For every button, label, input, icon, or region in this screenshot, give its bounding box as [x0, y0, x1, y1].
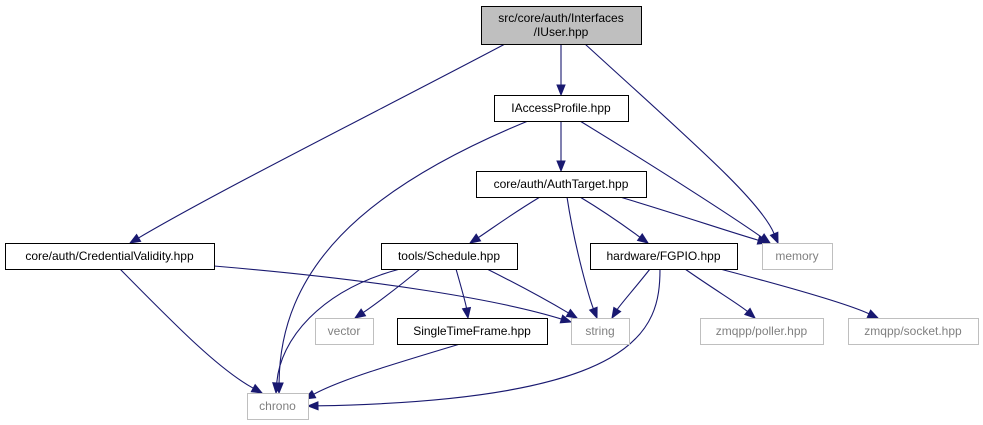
edge-authtarget-to-fgpio	[579, 196, 650, 244]
arrow-head	[250, 383, 264, 394]
nodes-layer: src/core/auth/Interfaces/IUser.hppIAcces…	[5, 6, 979, 420]
edge-schedule-to-chrono	[272, 268, 401, 395]
node-box	[476, 171, 647, 198]
arrow-head	[636, 233, 650, 244]
edge-line	[317, 268, 661, 407]
arrow-head	[743, 307, 757, 319]
edge-singletimeframe-to-chrono	[303, 343, 461, 400]
arrow-head	[556, 84, 566, 97]
arrow-head	[461, 306, 472, 320]
edge-line	[579, 196, 641, 238]
edge-line	[584, 43, 775, 234]
node-label: hardware/FGPIO.hpp	[606, 249, 720, 263]
edge-fgpio-to-string	[611, 268, 651, 320]
node-label: tools/Schedule.hpp	[398, 249, 500, 263]
node-label: chrono	[259, 399, 296, 413]
node-string[interactable]: string	[571, 318, 630, 345]
edge-fgpio-to-zmqsocket	[719, 268, 880, 319]
edge-authtarget-to-schedule	[468, 196, 541, 244]
node-box	[571, 318, 630, 345]
edge-line	[276, 268, 401, 384]
node-box	[762, 243, 833, 270]
node-iuser[interactable]: src/core/auth/Interfaces/IUser.hpp	[481, 6, 642, 45]
edge-line	[138, 43, 506, 239]
arrow-head	[306, 401, 319, 411]
edge-schedule-to-string	[486, 268, 579, 319]
edge-fgpio-to-chrono	[306, 268, 661, 411]
edge-iaccessprofile-to-authtarget	[556, 121, 566, 173]
edge-line	[566, 196, 594, 309]
node-singletimeframe[interactable]: SingleTimeFrame.hpp	[397, 318, 548, 345]
node-box	[700, 318, 824, 345]
node-label: zmqpp/socket.hpp	[864, 324, 962, 338]
node-box	[381, 243, 518, 270]
arrow-head	[565, 308, 579, 319]
edge-iuser-to-memory	[584, 43, 779, 245]
node-label: vector	[328, 324, 361, 338]
edge-line	[278, 120, 529, 384]
arrow-head	[272, 382, 282, 395]
edges-layer	[119, 43, 880, 411]
node-iaccessprofile[interactable]: IAccessProfile.hpp	[494, 95, 629, 122]
edge-schedule-to-vector	[353, 268, 421, 319]
edge-authtarget-to-string	[566, 196, 598, 320]
node-box	[481, 6, 642, 45]
node-box	[590, 243, 738, 270]
arrow-head	[353, 308, 367, 319]
edge-line	[684, 268, 748, 312]
edge-line	[719, 268, 870, 315]
edge-credentialvalidity-to-chrono	[119, 268, 264, 394]
edge-iuser-to-credentialvalidity	[128, 43, 506, 244]
arrow-head	[611, 306, 622, 320]
edge-line	[455, 268, 468, 309]
node-memory[interactable]: memory	[762, 243, 833, 270]
edge-line	[616, 268, 651, 310]
node-box	[397, 318, 548, 345]
node-authtarget[interactable]: core/auth/AuthTarget.hpp	[476, 171, 647, 198]
node-box	[247, 393, 309, 420]
edge-line	[313, 343, 461, 395]
arrow-head	[128, 233, 142, 244]
arrow-head	[559, 314, 573, 324]
arrow-head	[588, 306, 598, 320]
node-chrono[interactable]: chrono	[247, 393, 309, 420]
edge-credentialvalidity-to-string	[213, 265, 573, 324]
edge-line	[478, 196, 541, 239]
node-box	[848, 318, 979, 345]
node-label: memory	[775, 249, 818, 263]
node-box	[494, 95, 629, 122]
node-label: zmqpp/poller.hpp	[716, 324, 808, 338]
node-box	[5, 243, 215, 270]
edge-line	[619, 196, 759, 241]
node-label: /IUser.hpp	[534, 25, 589, 39]
arrow-head	[468, 233, 482, 244]
node-zmqpoller[interactable]: zmqpp/poller.hpp	[700, 318, 824, 345]
node-label: string	[585, 324, 614, 338]
node-zmqsocket[interactable]: zmqpp/socket.hpp	[848, 318, 979, 345]
node-label: SingleTimeFrame.hpp	[413, 324, 531, 338]
arrow-head	[769, 231, 779, 245]
edge-line	[486, 268, 569, 314]
node-label: core/auth/AuthTarget.hpp	[494, 177, 629, 191]
node-label: IAccessProfile.hpp	[511, 101, 611, 115]
edge-fgpio-to-zmqpoller	[684, 268, 757, 319]
edge-line	[119, 268, 254, 389]
node-vector[interactable]: vector	[315, 318, 374, 345]
node-box	[315, 318, 374, 345]
node-schedule[interactable]: tools/Schedule.hpp	[381, 243, 518, 270]
edge-line	[363, 268, 421, 313]
edge-iuser-to-iaccessprofile	[556, 44, 566, 97]
node-credentialvalidity[interactable]: core/auth/CredentialValidity.hpp	[5, 243, 215, 270]
arrow-head	[556, 160, 566, 173]
edge-schedule-to-singletimeframe	[455, 268, 472, 320]
node-label: src/core/auth/Interfaces	[498, 11, 623, 25]
node-fgpio[interactable]: hardware/FGPIO.hpp	[590, 243, 738, 270]
node-label: core/auth/CredentialValidity.hpp	[25, 249, 194, 263]
edge-line	[579, 120, 763, 238]
edge-line	[213, 265, 562, 320]
arrow-head	[866, 309, 880, 319]
